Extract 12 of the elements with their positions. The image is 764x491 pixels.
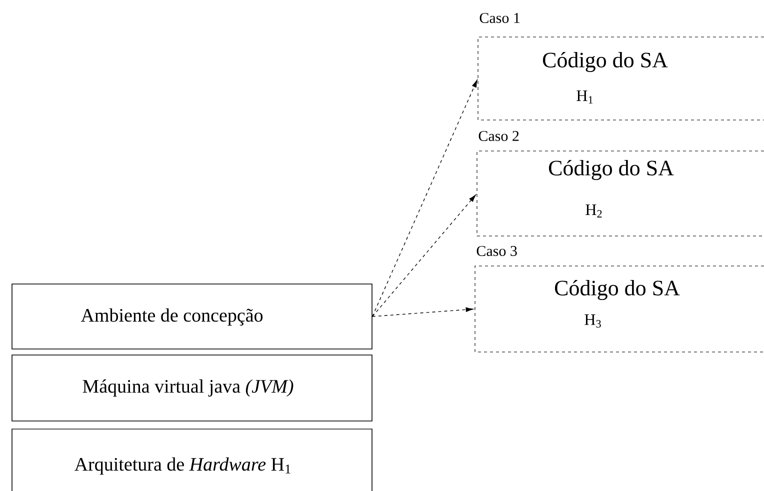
code-box: Código do SA H$_{3}$ [474, 266, 764, 352]
code-box: Código do SA H$_{2}$ [476, 150, 764, 236]
arrow [372, 194, 476, 317]
arrow [372, 80, 478, 317]
layer-box: Máquina virtual java (JVM) [12, 354, 372, 422]
case-label: Caso 3 [476, 246, 517, 256]
case-label: Caso 1 [480, 12, 520, 24]
code-box: Código do SA H$_{1}$ [478, 36, 764, 120]
case-label: Caso 2 [478, 130, 519, 142]
layer-box: Arquitetura de Hardware H$_{1}$ [12, 428, 372, 491]
layer-box: Ambiente de concepção [12, 284, 372, 350]
arrow [372, 307, 474, 317]
